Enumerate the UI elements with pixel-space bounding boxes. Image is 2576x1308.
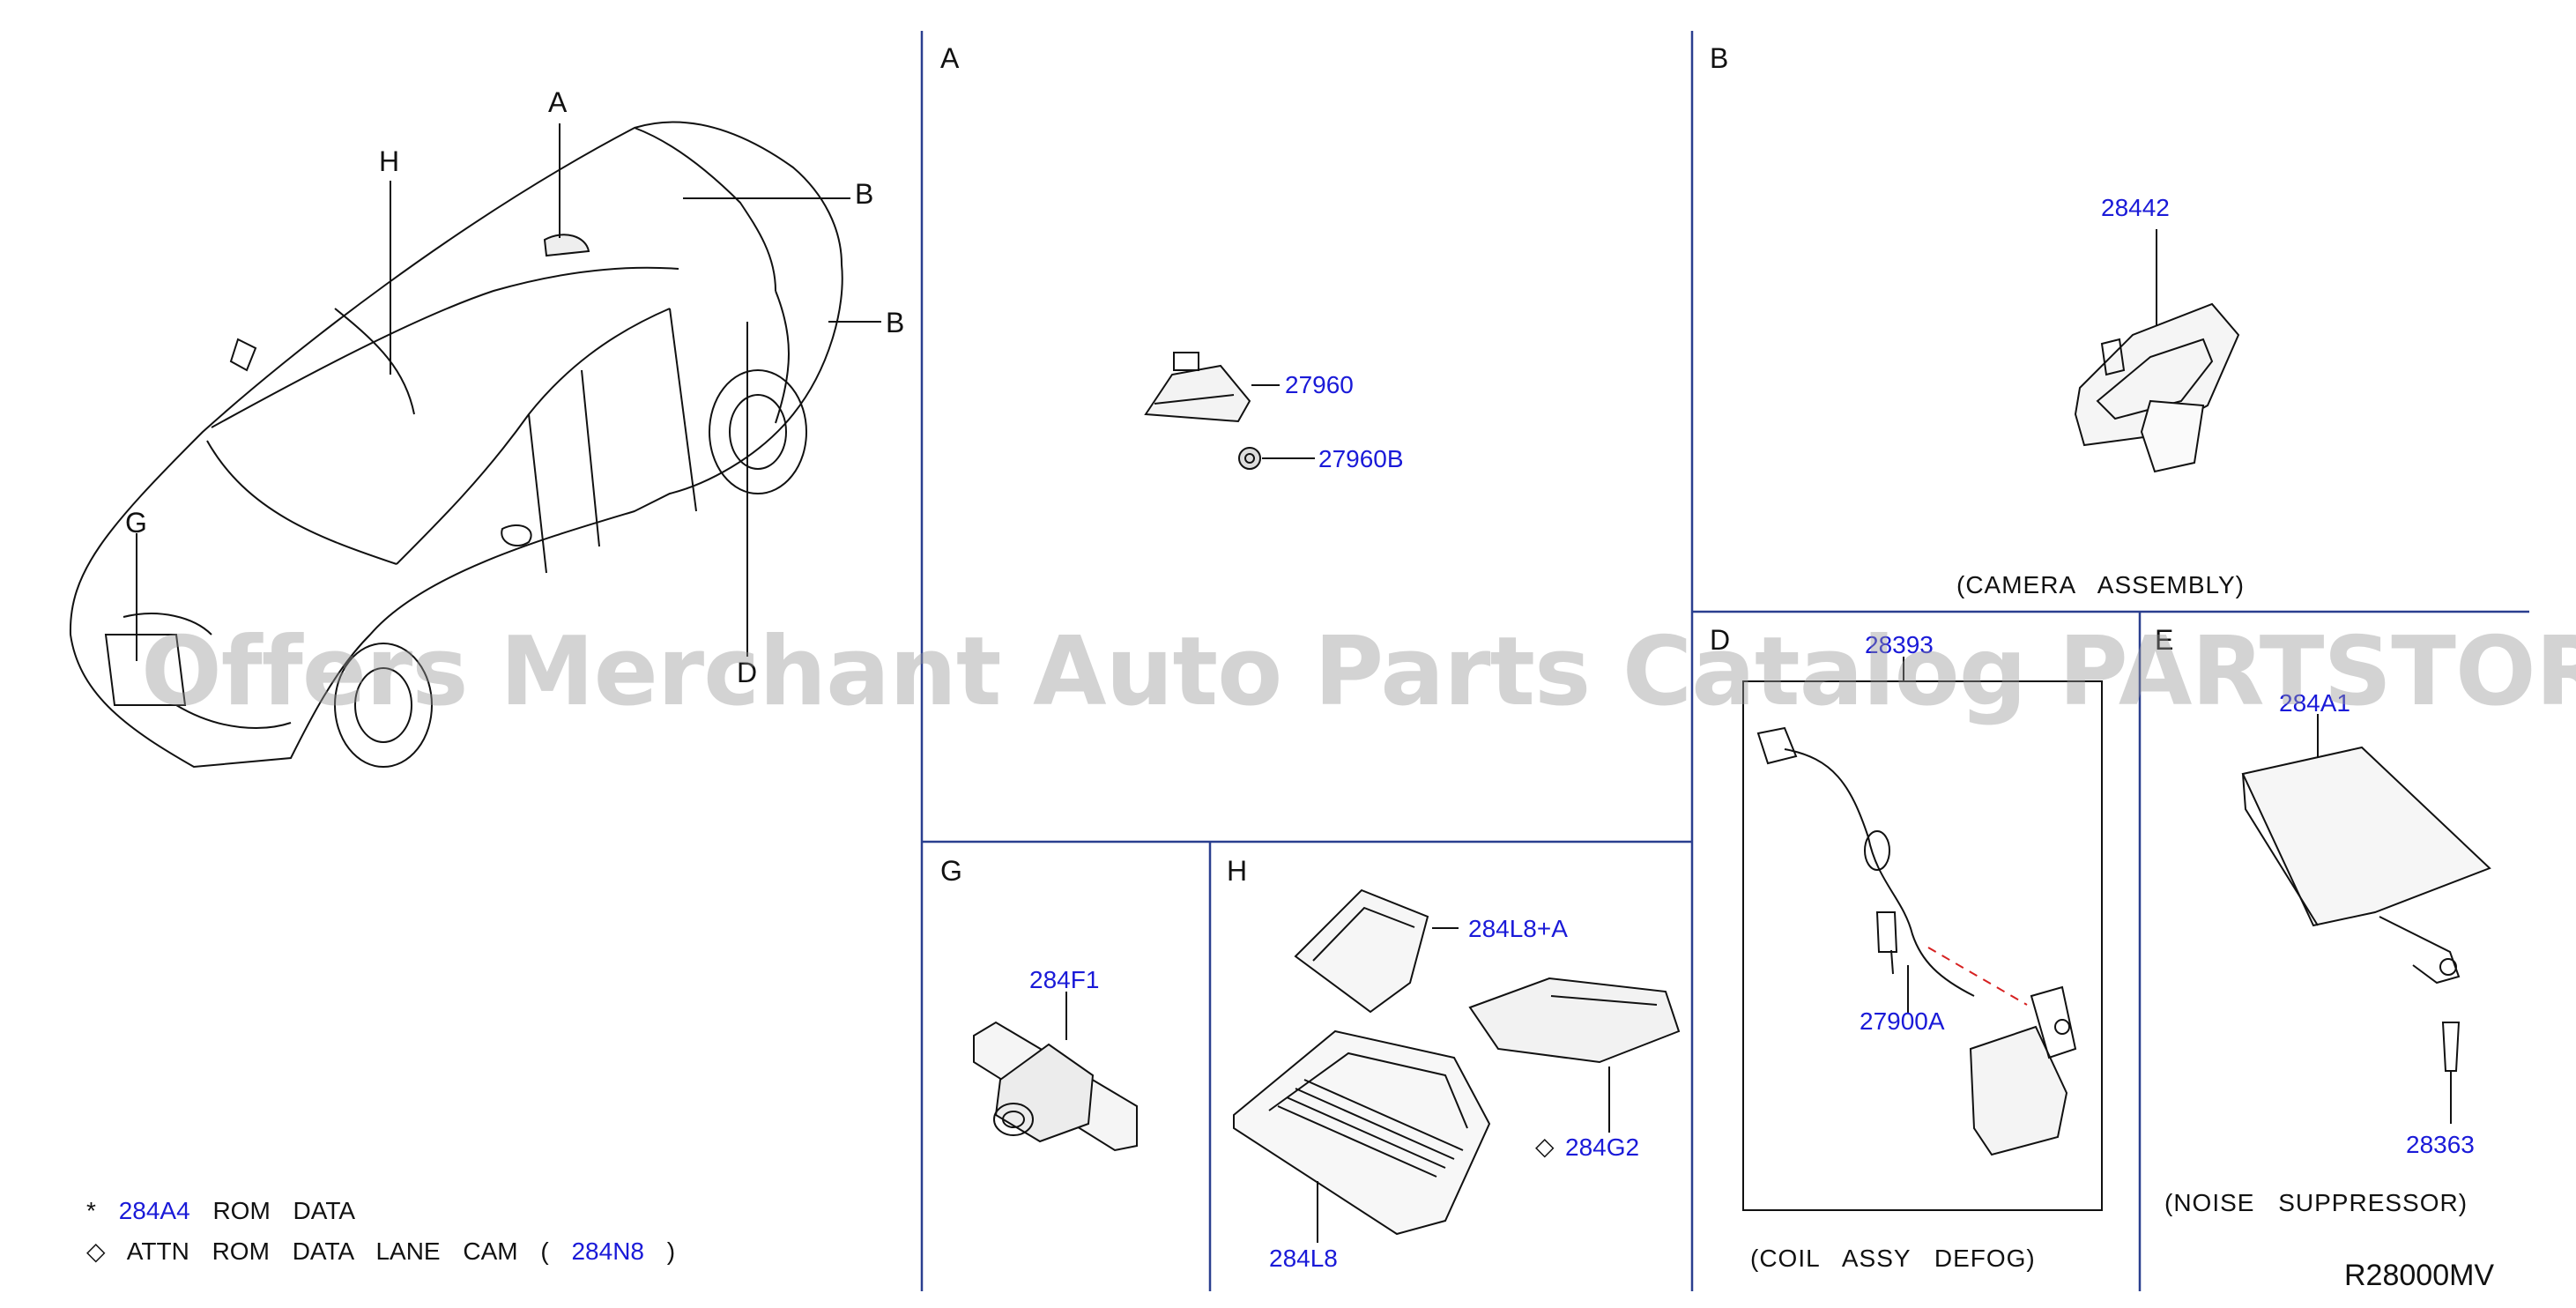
section-b-label: B (1710, 42, 1729, 74)
part-284F1-drawing (973, 992, 1138, 1152)
section-d-label: D (1710, 624, 1731, 656)
part-284L8A-drawing (1294, 888, 1459, 1014)
section-h-label: H (1227, 855, 1248, 887)
note-attn-text: ATTN ROM DATA LANE CAM ( (126, 1237, 549, 1265)
caption-coil-assy-defog: (COIL ASSY DEFOG) (1750, 1245, 2036, 1272)
section-a-label: A (940, 42, 960, 74)
callout-d: D (737, 657, 758, 688)
part-27960B-drawing (1238, 447, 1315, 470)
note-rom-asterisk: * (86, 1197, 96, 1224)
part-28393-drawing (1742, 657, 2103, 1211)
note-attn-close: ) (666, 1237, 676, 1265)
part-284G2-drawing (1468, 977, 1681, 1133)
part-link-27960[interactable]: 27960 (1285, 371, 1354, 398)
callout-g: G (125, 507, 147, 539)
callout-h: H (379, 145, 400, 177)
callout-a: A (548, 86, 568, 118)
part-284A1-drawing (2241, 714, 2491, 1124)
part-27960-drawing (1144, 352, 1280, 423)
callout-b-2: B (886, 307, 905, 338)
section-dividers (920, 31, 2529, 1291)
section-e-label: E (2155, 624, 2174, 656)
part-link-284L8[interactable]: 284L8 (1269, 1245, 1338, 1272)
part-284L8-drawing (1233, 1029, 1491, 1243)
note-attn-rom-data: ◇ ATTN ROM DATA LANE CAM ( 284N8 ) (86, 1237, 675, 1266)
part-link-28363[interactable]: 28363 (2406, 1131, 2475, 1158)
vehicle-overview-drawing (69, 121, 843, 769)
caption-noise-suppressor: (NOISE SUPPRESSOR) (2164, 1189, 2468, 1216)
part-link-27960B[interactable]: 27960B (1318, 445, 1404, 472)
note-attn-diamond: ◇ (86, 1237, 106, 1265)
part-link-284A1[interactable]: 284A1 (2279, 689, 2350, 717)
note-rom-text: ROM DATA (212, 1197, 356, 1224)
part-link-284A4[interactable]: 284A4 (118, 1197, 190, 1224)
note-rom-data: * 284A4 ROM DATA (86, 1197, 355, 1225)
watermark: Offers Merchant Auto Parts Catalog PARTS… (141, 617, 2576, 727)
part-link-28393[interactable]: 28393 (1865, 631, 1934, 658)
part-28442-drawing (2074, 229, 2240, 473)
part-link-284G2[interactable]: 284G2 (1565, 1133, 1640, 1161)
drawing-code: R28000MV (2344, 1259, 2495, 1292)
part-link-284F1[interactable]: 284F1 (1029, 966, 1100, 993)
caption-camera-assembly: (CAMERA ASSEMBLY) (1956, 571, 2246, 598)
part-284G2-mark: ◇ (1535, 1133, 1555, 1160)
part-link-28442[interactable]: 28442 (2101, 194, 2170, 221)
part-link-27900A[interactable]: 27900A (1860, 1007, 1945, 1035)
section-g-label: G (940, 855, 962, 887)
part-link-284N8[interactable]: 284N8 (571, 1237, 644, 1265)
part-link-284L8A[interactable]: 284L8+A (1468, 915, 1568, 942)
car-leader-lines (136, 123, 881, 661)
callout-b-1: B (855, 178, 874, 210)
